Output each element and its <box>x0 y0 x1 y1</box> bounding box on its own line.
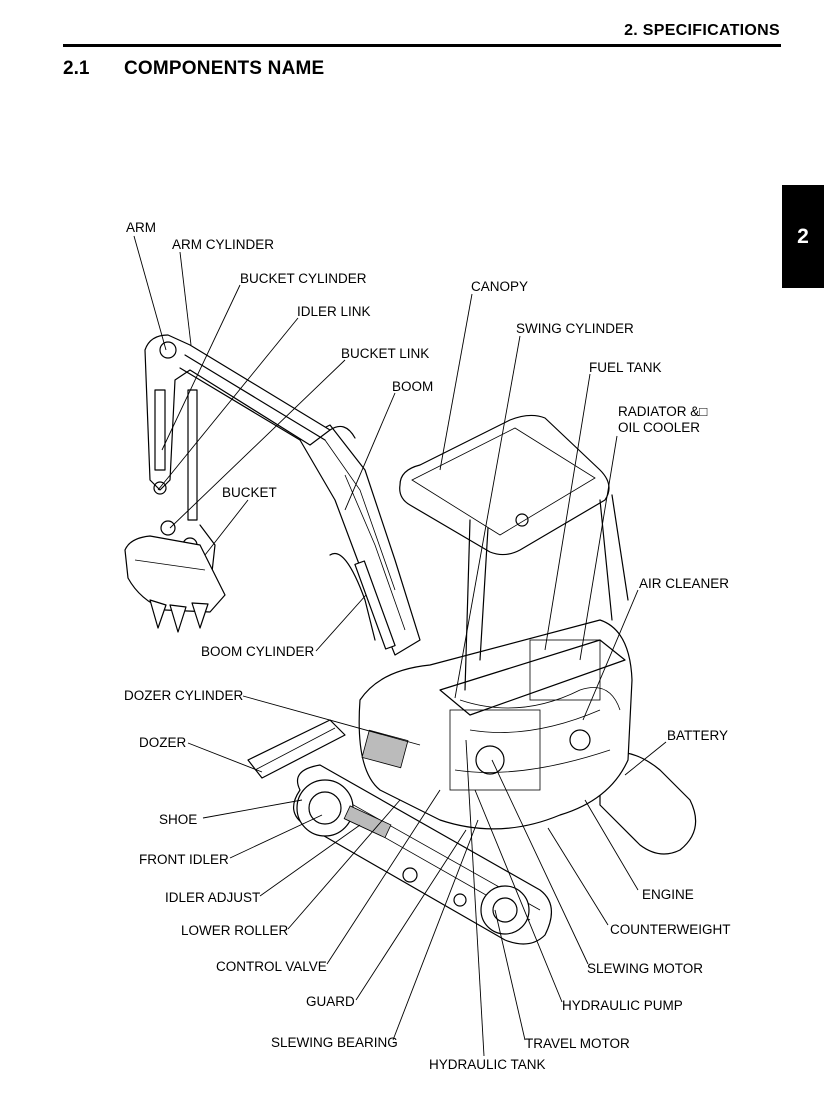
arm <box>144 334 331 591</box>
label-bucket-cylinder: BUCKET CYLINDER <box>240 271 367 286</box>
leader-lines <box>133 235 667 1057</box>
label-canopy: CANOPY <box>471 279 529 294</box>
label-counterweight: COUNTERWEIGHT <box>610 922 731 937</box>
label-swing-cylinder: SWING CYLINDER <box>516 321 634 336</box>
label-air-cleaner: AIR CLEANER <box>639 576 730 591</box>
label-guard: GUARD <box>306 994 355 1009</box>
label-bucket: BUCKET <box>222 485 277 500</box>
label-dozer: DOZER <box>139 735 187 750</box>
upper-structure <box>358 619 633 830</box>
boom <box>299 424 421 656</box>
label-shoe: SHOE <box>159 812 198 827</box>
label-boom: BOOM <box>392 379 434 394</box>
bucket <box>124 535 226 633</box>
header-rule <box>63 44 781 47</box>
chapter-tab[interactable]: 2 <box>782 185 824 288</box>
label-hydraulic-pump: HYDRAULIC PUMP <box>562 998 683 1013</box>
label-slewing-motor: SLEWING MOTOR <box>587 961 704 976</box>
label-idler-adjust: IDLER ADJUST <box>165 890 261 905</box>
label-slewing-bearing: SLEWING BEARING <box>271 1035 398 1050</box>
dozer-blade <box>247 719 346 779</box>
crawler-tracks <box>293 751 697 945</box>
label-control-valve: CONTROL VALVE <box>216 959 327 974</box>
label-engine: ENGINE <box>642 887 694 902</box>
label-lower-roller: LOWER ROLLER <box>181 923 289 938</box>
label-battery: BATTERY <box>667 728 729 743</box>
section-title: COMPONENTS NAME <box>124 58 325 79</box>
label-hydraulic-tank: HYDRAULIC TANK <box>429 1057 546 1072</box>
label-arm-cylinder: ARM CYLINDER <box>172 237 275 252</box>
label-arm: ARM <box>126 220 156 235</box>
label-boom-cylinder: BOOM CYLINDER <box>201 644 315 659</box>
page-header-title: 2. SPECIFICATIONS <box>624 22 780 39</box>
label-radiator-oil-cooler: RADIATOR &□ OIL COOLER <box>618 404 708 435</box>
label-dozer-cylinder: DOZER CYLINDER <box>124 688 244 703</box>
label-bucket-link: BUCKET LINK <box>341 346 430 361</box>
label-fuel-tank: FUEL TANK <box>589 360 662 375</box>
label-front-idler: FRONT IDLER <box>139 852 229 867</box>
label-travel-motor: TRAVEL MOTOR <box>525 1036 630 1051</box>
section-number: 2.1 <box>63 58 90 79</box>
label-idler-link: IDLER LINK <box>297 304 371 319</box>
